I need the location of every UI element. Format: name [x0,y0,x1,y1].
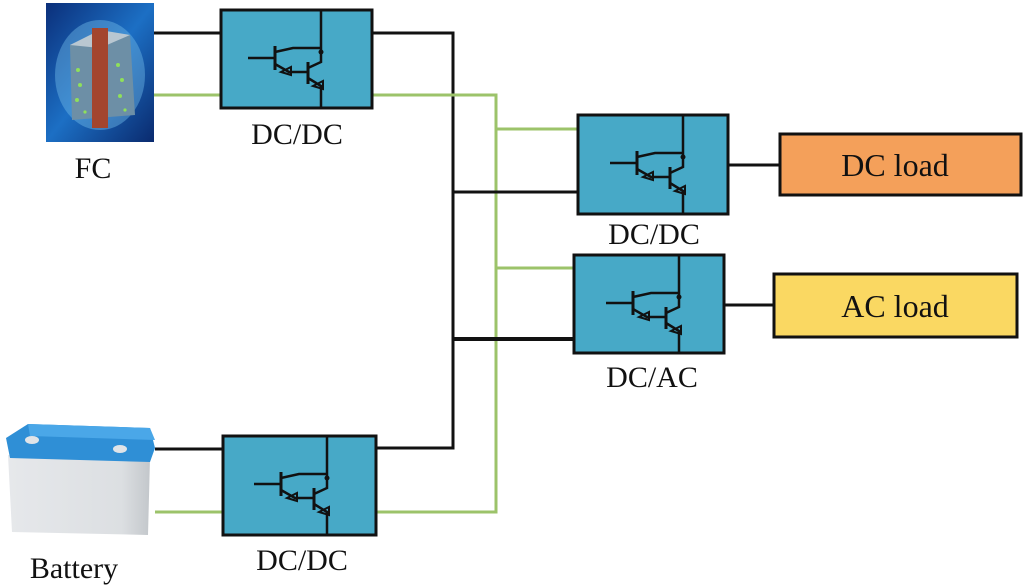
fc-dcdc-converter [219,8,374,110]
dc-load-label: DC load [841,147,949,183]
battery-dcdc-converter [221,434,378,537]
fc-converter-positive-out [372,31,455,450]
ac-load-dcac-converter [572,253,726,355]
ac-load-label: AC load [841,288,949,324]
wires [154,31,780,514]
ac-load-box: AC load [772,272,1019,339]
ac-load-converter-label: DC/AC [606,361,698,394]
battery-label: Battery [30,552,118,585]
battery-converter-label: DC/DC [256,544,348,577]
battery-icon [6,424,155,535]
fc-converter-label: DC/DC [251,118,343,151]
fc-converter-negative-out [372,93,498,514]
dc-load-converter-label: DC/DC [608,218,700,251]
fuel-cell-icon [46,3,154,142]
fc-label: FC [75,152,112,185]
dc-load-box: DC load [778,132,1023,197]
dc-load-dcdc-converter [576,113,730,216]
